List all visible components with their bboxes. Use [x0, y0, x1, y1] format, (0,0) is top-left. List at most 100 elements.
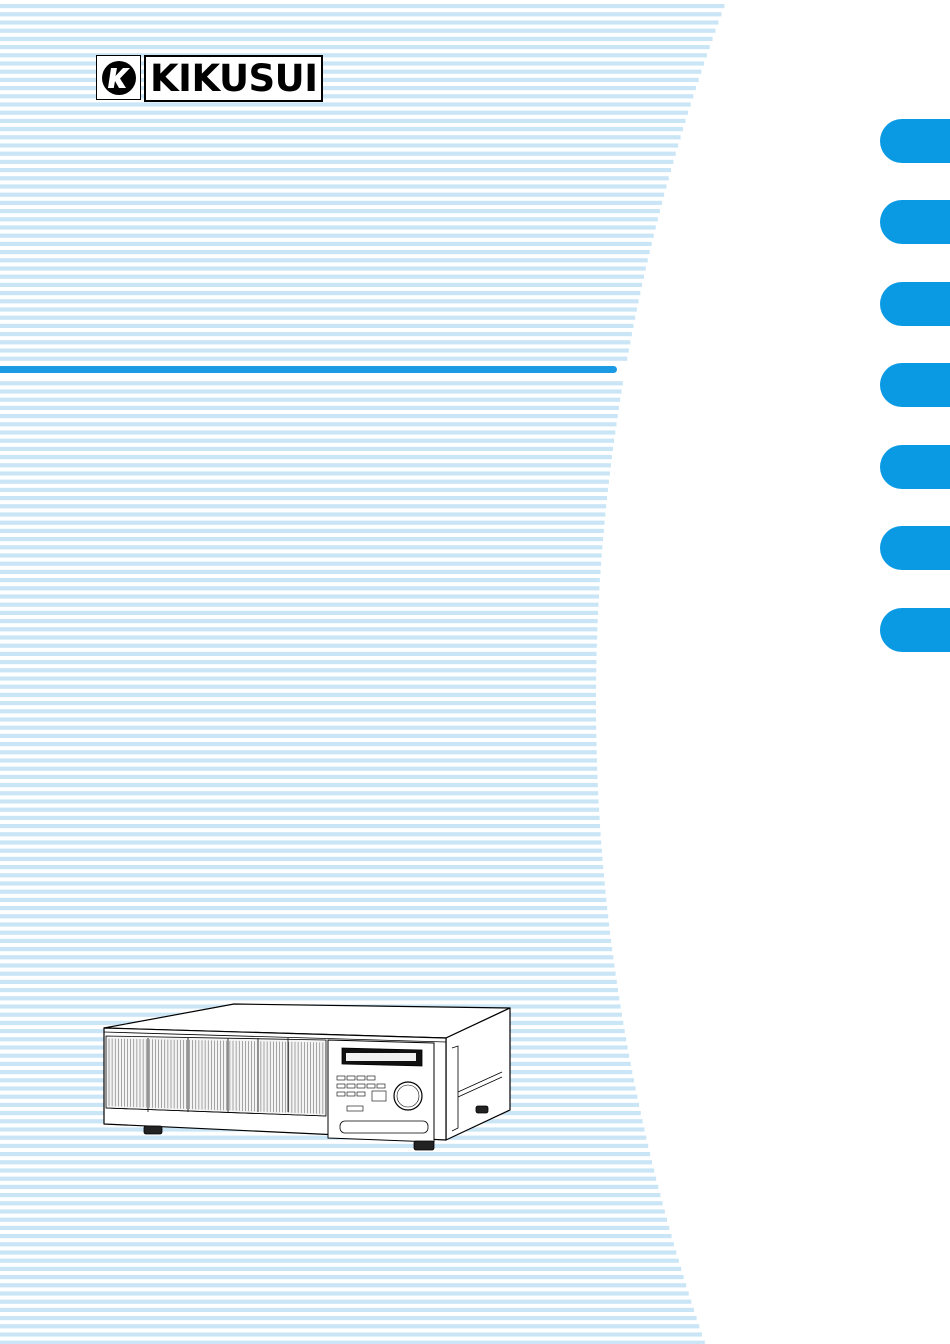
stripe-line — [0, 537, 603, 541]
stripe-line — [0, 726, 596, 730]
brand-name: KIKUSUI — [150, 60, 317, 97]
stripe-line — [0, 316, 635, 320]
stripe-line — [0, 914, 608, 918]
stripe-line — [0, 709, 596, 713]
stripe-line — [0, 685, 596, 689]
index-tab-4[interactable] — [880, 363, 950, 407]
stripe-line — [0, 693, 596, 697]
stripe-line — [0, 1250, 676, 1254]
stripe-line — [0, 152, 676, 156]
stripe-line — [0, 45, 710, 49]
stripe-line — [0, 102, 691, 106]
stripe-line — [0, 447, 613, 451]
index-tab-6[interactable] — [880, 526, 950, 570]
stripe-line — [0, 578, 600, 582]
stripe-line — [0, 29, 716, 33]
stripe-line — [0, 1259, 679, 1263]
stripe-line — [0, 840, 601, 844]
stripe-line — [0, 111, 688, 115]
stripe-line — [0, 324, 634, 328]
stripe-line — [0, 1300, 691, 1304]
index-tab-7[interactable] — [880, 608, 950, 652]
stripe-line — [0, 398, 620, 402]
stripe-line — [0, 635, 597, 639]
stripe-line — [0, 627, 597, 631]
stripe-line — [0, 619, 598, 623]
stripe-line — [0, 824, 600, 828]
stripe-line — [0, 1324, 699, 1328]
stripe-line — [0, 455, 612, 459]
stripe-line — [0, 176, 669, 180]
stripe-line — [0, 1193, 660, 1197]
stripe-line — [0, 37, 713, 41]
stripe-line — [0, 439, 614, 443]
stripe-line — [0, 225, 656, 229]
stripe-line — [0, 127, 683, 131]
stripe-line — [0, 242, 652, 246]
stripe-line — [0, 939, 611, 943]
stripe-line — [0, 881, 605, 885]
stripe-line — [0, 1201, 663, 1205]
stripe-line — [0, 406, 619, 410]
stripe-line — [0, 922, 609, 926]
stripe-line — [0, 135, 681, 139]
stripe-line — [0, 791, 598, 795]
index-tab-2[interactable] — [880, 200, 950, 244]
stripe-line — [0, 1308, 694, 1312]
stripe-line — [0, 422, 617, 426]
stripe-line — [0, 1267, 681, 1271]
stripe-line — [0, 430, 615, 434]
stripe-line — [0, 1275, 684, 1279]
stripe-line — [0, 209, 660, 213]
stripe-line — [0, 275, 644, 279]
stripe-line — [0, 1316, 697, 1320]
stripe-line — [0, 644, 597, 648]
stripe-line — [0, 119, 686, 123]
stripe-line — [0, 857, 603, 861]
stripe-line — [0, 1332, 702, 1336]
index-tab-5[interactable] — [880, 445, 950, 489]
stripe-line — [0, 307, 637, 311]
stripe-line — [0, 283, 642, 287]
stripe-line — [0, 258, 648, 262]
stripe-line — [0, 652, 597, 656]
stripe-line — [0, 12, 721, 16]
stripe-line — [0, 20, 718, 24]
stripe-line — [0, 512, 605, 516]
stripe-line — [0, 168, 671, 172]
stripe-line — [0, 963, 614, 967]
stripe-line — [0, 217, 658, 221]
stripe-line — [0, 193, 664, 197]
stripe-line — [0, 562, 601, 566]
stripe-line — [0, 865, 603, 869]
stripe-line — [0, 742, 597, 746]
stripe-line — [0, 389, 622, 393]
stripe-line — [0, 348, 629, 352]
stripe-line — [0, 717, 596, 721]
stripe-line — [0, 1218, 667, 1222]
stripe-line — [0, 143, 678, 147]
index-tab-1[interactable] — [880, 119, 950, 163]
accent-divider — [0, 366, 617, 373]
stripe-line — [0, 611, 598, 615]
stripe-line — [0, 799, 599, 803]
index-tab-3[interactable] — [880, 282, 950, 326]
stripe-line — [0, 988, 618, 992]
stripe-line — [0, 184, 667, 188]
stripe-line — [0, 890, 606, 894]
stripe-line — [0, 414, 618, 418]
stripe-line — [0, 783, 598, 787]
stripe-line — [0, 332, 632, 336]
stripe-line — [0, 1283, 686, 1287]
stripe-line — [0, 357, 627, 361]
stripe-line — [0, 504, 606, 508]
stripe-line — [0, 488, 608, 492]
stripe-line — [0, 898, 606, 902]
stripe-line — [0, 234, 654, 238]
stripe-line — [0, 496, 607, 500]
stripe-line — [0, 660, 596, 664]
stripe-line — [0, 1242, 674, 1246]
stripe-line — [0, 955, 613, 959]
stripe-line — [0, 553, 602, 557]
stripe-line — [0, 1209, 665, 1213]
